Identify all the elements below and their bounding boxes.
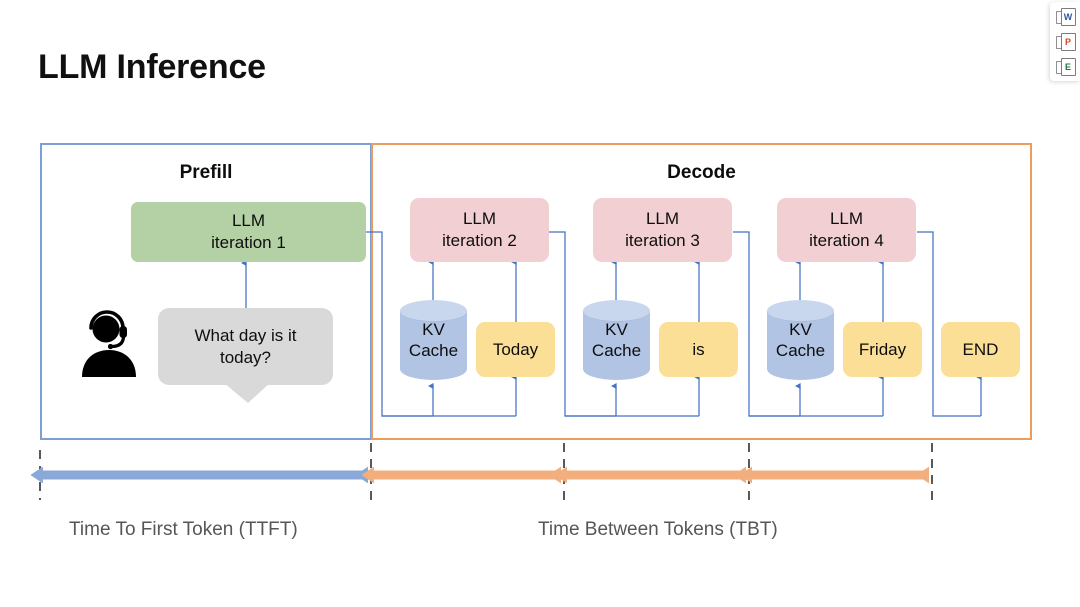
kv-cache-label-4: KV Cache <box>775 319 826 360</box>
token-end-label: END <box>962 339 999 359</box>
llm-iteration-2-box[interactable]: LLM iteration 2 <box>410 198 549 262</box>
user-prompt-bubble: What day is it today? <box>158 308 333 385</box>
user-prompt-text: What day is it today? <box>194 325 297 367</box>
paste-options-floater[interactable]: W P E <box>1050 2 1080 81</box>
user-headset-icon <box>82 310 136 377</box>
llm-iteration-3-label: LLM iteration 3 <box>625 209 700 250</box>
kv-cache-cylinder-3: KV Cache <box>583 300 650 380</box>
token-end-box[interactable]: END <box>941 322 1020 377</box>
llm-iteration-3-box[interactable]: LLM iteration 3 <box>593 198 732 262</box>
clipboard-icon <box>1055 61 1063 74</box>
prefill-phase-box: Prefill <box>40 143 372 440</box>
paste-word-button[interactable]: W <box>1055 8 1076 26</box>
powerpoint-document-icon: P <box>1060 33 1076 51</box>
speech-bubble-tail <box>224 383 270 403</box>
excel-document-icon: E <box>1060 58 1076 76</box>
token-today-label: Today <box>492 339 539 359</box>
llm-iteration-1-label: LLM iteration 1 <box>211 211 286 252</box>
token-friday-label: Friday <box>858 339 907 359</box>
llm-iteration-4-label: LLM iteration 4 <box>809 209 884 250</box>
paste-powerpoint-button[interactable]: P <box>1055 33 1076 51</box>
ttft-label: Time To First Token (TTFT) <box>69 519 298 540</box>
clipboard-icon <box>1055 11 1063 24</box>
paste-excel-button[interactable]: E <box>1055 58 1076 76</box>
clipboard-icon <box>1055 36 1063 49</box>
page-title: LLM Inference <box>38 48 266 86</box>
kv-cache-cylinder-2: KV Cache <box>400 300 467 380</box>
llm-iteration-4-box[interactable]: LLM iteration 4 <box>777 198 916 262</box>
prefill-phase-label: Prefill <box>179 162 233 183</box>
llm-iteration-1-box[interactable]: LLM iteration 1 <box>131 202 366 262</box>
token-friday-box[interactable]: Friday <box>843 322 922 377</box>
llm-iteration-2-label: LLM iteration 2 <box>442 209 517 250</box>
decode-phase-box: Decode <box>371 143 1032 440</box>
word-document-icon: W <box>1060 8 1076 26</box>
token-is-label: is <box>692 339 705 359</box>
kv-cache-label-2: KV Cache <box>408 319 459 360</box>
kv-cache-label-3: KV Cache <box>591 319 642 360</box>
tbt-label: Time Between Tokens (TBT) <box>538 519 778 540</box>
token-is-box[interactable]: is <box>659 322 738 377</box>
decode-phase-label: Decode <box>667 162 736 183</box>
kv-cache-cylinder-4: KV Cache <box>767 300 834 380</box>
token-today-box[interactable]: Today <box>476 322 555 377</box>
